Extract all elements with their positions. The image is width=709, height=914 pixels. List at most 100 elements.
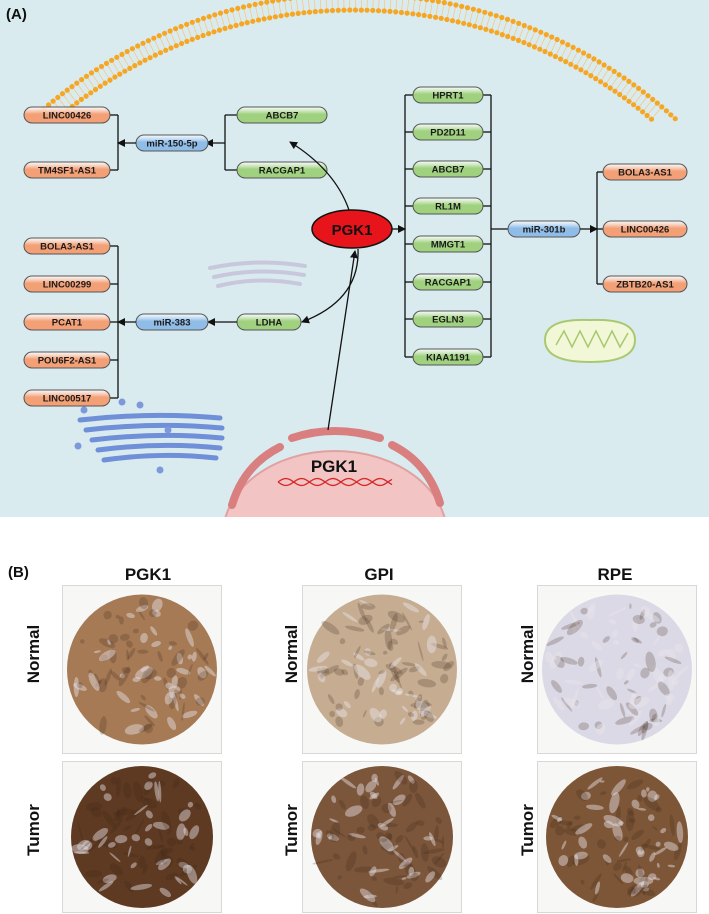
tissue-texture: [93, 650, 101, 654]
tissue-texture: [377, 623, 390, 635]
tissue-texture: [554, 825, 565, 836]
membrane-lipid-head: [162, 30, 168, 36]
tissue-texture: [407, 775, 415, 784]
tissue-texture: [608, 619, 617, 624]
tissue-texture: [595, 723, 606, 735]
tissue-texture: [145, 844, 165, 850]
tissue-texture: [408, 780, 419, 793]
tissue-texture: [187, 663, 193, 676]
lncrna-node-bola3-as1-label: BOLA3-AS1: [618, 168, 673, 179]
membrane-tail: [395, 0, 398, 10]
tissue-texture: [590, 873, 602, 890]
mirna-node-mir-383-label: miR-383: [154, 318, 191, 329]
membrane-tail: [591, 63, 599, 74]
tissue-texture: [412, 719, 425, 725]
nuclear-envelope: [388, 441, 444, 507]
membrane-tail: [581, 57, 588, 68]
tissue-texture: [332, 853, 341, 860]
membrane-lipid-head: [107, 77, 113, 83]
tissue-texture: [308, 665, 328, 672]
membrane-lipid-head: [531, 44, 538, 50]
membrane-lipid-head: [250, 18, 256, 24]
tissue-texture: [609, 792, 620, 814]
nuclear-envelope: [288, 427, 384, 442]
edge-center-to-upper-genes: [289, 141, 350, 211]
tissue-texture: [549, 651, 562, 670]
tissue-texture: [354, 645, 361, 659]
membrane-tail: [261, 5, 264, 17]
tissue-texture: [135, 666, 153, 680]
tissue-texture: [181, 710, 198, 719]
membrane-lipid-head: [195, 34, 201, 41]
tissue-texture: [639, 876, 647, 882]
tissue-texture: [187, 870, 195, 877]
tissue-texture: [141, 798, 158, 809]
membrane-lipid-head: [621, 75, 627, 81]
tissue-texture: [653, 718, 660, 726]
tissue-texture: [596, 686, 604, 700]
tissue-texture: [102, 874, 117, 884]
row-label-tumor-1: Tumor: [24, 804, 43, 856]
tissue-texture: [98, 836, 108, 848]
tissue-texture: [187, 654, 193, 660]
tissue-texture: [194, 802, 202, 810]
membrane-lipid-head: [301, 10, 307, 16]
membrane-tail: [87, 78, 95, 88]
tissue-texture: [389, 683, 398, 692]
tissue-texture: [102, 810, 116, 827]
tissue-texture: [80, 837, 95, 850]
tissue-texture: [387, 802, 396, 817]
tissue-texture: [598, 699, 615, 710]
membrane-lipid-head: [88, 70, 95, 76]
tissue-texture: [379, 837, 388, 843]
golgi-vesicle: [74, 442, 82, 450]
tissue-texture: [166, 847, 173, 854]
tissue-texture: [97, 678, 108, 693]
er-sheet: [208, 260, 307, 270]
membrane-lipid-head: [261, 16, 267, 22]
tissue-texture: [363, 894, 377, 899]
tissue-texture: [441, 835, 445, 849]
membrane-lipid-head: [672, 116, 678, 122]
tissue-texture: [674, 643, 684, 653]
tissue-texture: [92, 827, 109, 841]
membrane-tail: [290, 0, 293, 12]
gene-node-hprt1-shape: [412, 86, 484, 104]
tissue-texture: [343, 701, 351, 709]
tissue-texture: [369, 792, 380, 800]
membrane-lipid-head: [195, 17, 201, 23]
tissue-texture: [342, 612, 358, 623]
tissue-texture: [626, 779, 644, 790]
membrane-lipid-head: [549, 34, 555, 40]
lncrna-node-linc00426-shape: [23, 106, 111, 124]
tissue-texture: [637, 807, 647, 811]
tissue-texture: [414, 693, 423, 710]
golgi-cisterna: [77, 412, 223, 423]
tissue-texture: [157, 824, 164, 843]
tissue-texture: [395, 885, 399, 894]
tissue-texture: [649, 718, 663, 723]
nucleus-gene-label: PGK1: [311, 457, 357, 476]
tissue-texture: [82, 840, 93, 850]
membrane-tail: [412, 0, 415, 12]
lncrna-node-linc00426-shape: [602, 220, 688, 238]
tissue-texture: [392, 849, 407, 862]
tissue-texture: [104, 668, 112, 686]
gene-node-egln3: EGLN3: [412, 310, 484, 328]
membrane-lipid-head: [645, 93, 651, 99]
tissue-texture: [599, 780, 605, 783]
tissue-texture: [624, 866, 633, 877]
membrane-tail: [203, 20, 209, 32]
membrane-lipid-head: [488, 28, 494, 34]
tissue-texture: [115, 776, 121, 798]
membrane-tail: [165, 35, 171, 46]
membrane-lipid-head: [235, 5, 241, 11]
tissue-texture: [140, 665, 150, 672]
pathway-diagram: PGK1ABCB7RACGAP1miR-150-5pLINC00426TM4SF…: [23, 0, 688, 517]
membrane-lipid-head: [648, 116, 655, 122]
membrane-lipid-head: [435, 0, 441, 5]
dna-strand: [277, 477, 393, 487]
tissue-texture: [388, 799, 403, 804]
membrane-lipid-head: [593, 76, 599, 82]
membrane-tail: [107, 65, 114, 76]
